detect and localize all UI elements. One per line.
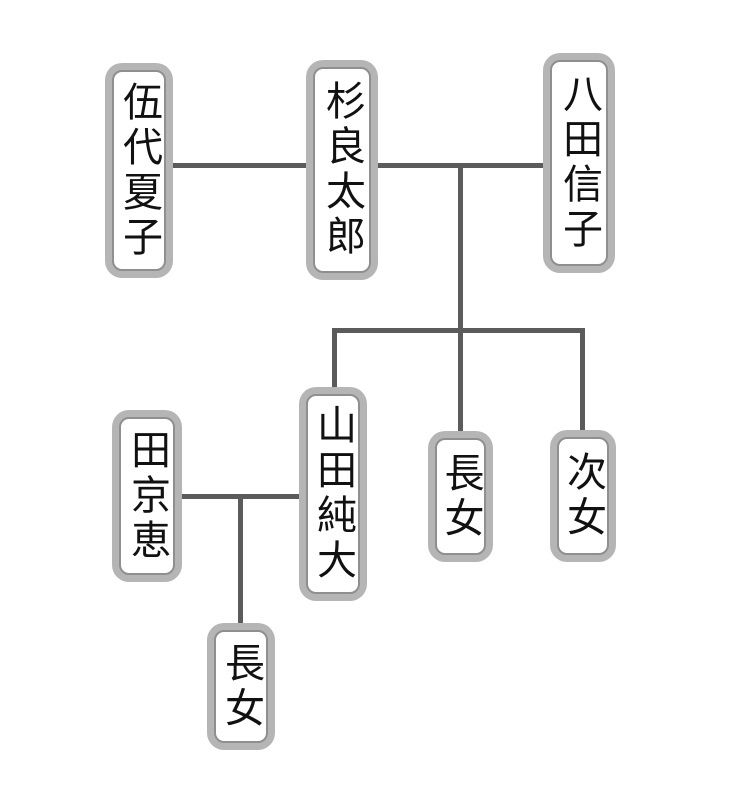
connector-drop-jijo [580, 328, 585, 431]
person-node-granddaughter: 長女 [207, 623, 275, 750]
connector-marriage-takyo-yamada [182, 494, 300, 499]
person-name: 次女 [560, 451, 606, 541]
connector-sibling-bar [332, 328, 585, 333]
person-node-frame: 八田信子 [550, 60, 608, 266]
connector-drop-yamada [332, 328, 337, 388]
person-node-sugi-ryotaro: 杉良太郎 [306, 60, 378, 280]
person-name: 長女 [437, 451, 484, 542]
connector-drop-granddaughter [238, 497, 243, 624]
person-node-frame: 長女 [435, 438, 486, 555]
person-name: 伍代夏子 [116, 80, 162, 261]
person-node-frame: 長女 [214, 630, 268, 743]
person-name: 山田純大 [310, 404, 356, 584]
person-node-frame: 伍代夏子 [112, 70, 166, 271]
person-node-frame: 次女 [557, 437, 609, 555]
person-node-takyo-megumi: 田京恵 [112, 410, 182, 582]
person-name: 田京恵 [124, 428, 170, 564]
person-node-yamada-junta: 山田純大 [299, 387, 367, 601]
person-name: 八田信子 [556, 73, 602, 253]
person-node-eldest-daughter: 長女 [428, 431, 493, 562]
person-node-godai-natsuko: 伍代夏子 [105, 63, 173, 278]
person-node-hatta-nobuko: 八田信子 [543, 53, 615, 273]
person-node-frame: 山田純大 [306, 394, 360, 594]
connector-trunk-vertical [458, 165, 463, 431]
person-node-frame: 田京恵 [119, 417, 175, 575]
person-name: 長女 [218, 641, 264, 732]
person-node-frame: 杉良太郎 [313, 67, 371, 273]
connector-marriage-godai-sugi [173, 163, 307, 168]
person-name: 杉良太郎 [319, 80, 365, 260]
person-node-second-daughter: 次女 [550, 430, 616, 562]
